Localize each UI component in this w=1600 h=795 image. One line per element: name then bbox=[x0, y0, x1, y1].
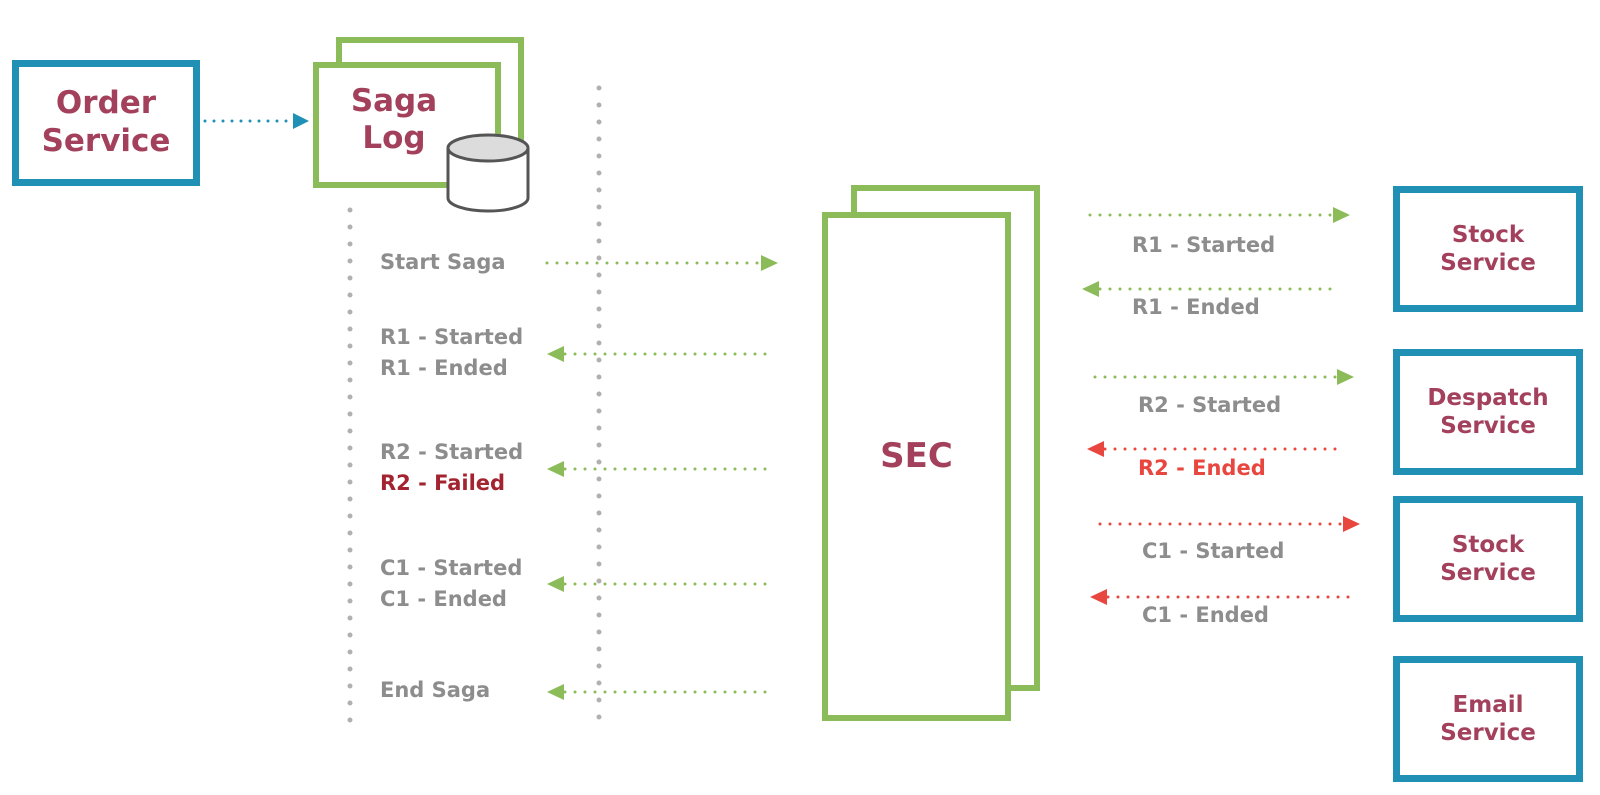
log-arrow-r2 bbox=[547, 461, 772, 477]
saga-log-label: Saga Log bbox=[350, 83, 438, 157]
svc-arrow-r1-started bbox=[1088, 207, 1350, 223]
stock-service-label: Stock Service bbox=[1440, 221, 1536, 276]
sec-label: SEC bbox=[880, 436, 953, 476]
log-arrow-end-saga bbox=[547, 684, 772, 700]
stock-service-box: Stock Service bbox=[1393, 186, 1583, 312]
msg-r2-started: R2 - Started bbox=[1138, 393, 1282, 417]
order-service-box: Order Service bbox=[12, 60, 200, 186]
log-arrow-c1 bbox=[547, 576, 772, 592]
despatch-service-label: Despatch Service bbox=[1427, 384, 1549, 439]
svc-arrow-r2-started bbox=[1093, 369, 1354, 385]
email-service-label: Email Service bbox=[1440, 691, 1536, 746]
email-service-box: Email Service bbox=[1393, 656, 1583, 782]
msg-r1-ended: R1 - Ended bbox=[1132, 295, 1260, 319]
log-entry-r2-started: R2 - Started bbox=[380, 440, 524, 464]
log-entry-c1-ended: C1 - Ended bbox=[380, 587, 507, 611]
log-entry-r1-ended: R1 - Ended bbox=[380, 356, 508, 380]
order-to-saga-log-arrow bbox=[203, 113, 309, 129]
svc-arrow-r1-ended bbox=[1082, 281, 1342, 297]
sec-box: SEC bbox=[822, 212, 1011, 721]
log-entry-r2-failed: R2 - Failed bbox=[380, 471, 506, 495]
order-service-label: Order Service bbox=[41, 85, 171, 159]
stock-service-compensation-box: Stock Service bbox=[1393, 496, 1583, 622]
log-entry-r1-started: R1 - Started bbox=[380, 325, 524, 349]
log-entry-start-saga: Start Saga bbox=[380, 250, 506, 274]
svc-arrow-r2-ended bbox=[1087, 441, 1344, 457]
msg-c1-ended: C1 - Ended bbox=[1142, 603, 1269, 627]
log-entry-c1-started: C1 - Started bbox=[380, 556, 523, 580]
log-arrow-r1 bbox=[547, 346, 772, 362]
log-arrow-start-saga bbox=[545, 255, 778, 271]
stock-service-compensation-label: Stock Service bbox=[1440, 531, 1536, 586]
msg-r1-started: R1 - Started bbox=[1132, 233, 1276, 257]
database-cylinder-icon bbox=[446, 133, 530, 213]
msg-r2-ended: R2 - Ended bbox=[1138, 456, 1266, 480]
despatch-service-box: Despatch Service bbox=[1393, 349, 1583, 475]
svc-arrow-c1-started bbox=[1098, 516, 1360, 532]
log-entry-end-saga: End Saga bbox=[380, 678, 491, 702]
msg-c1-started: C1 - Started bbox=[1142, 539, 1285, 563]
svc-arrow-c1-ended bbox=[1090, 589, 1354, 605]
